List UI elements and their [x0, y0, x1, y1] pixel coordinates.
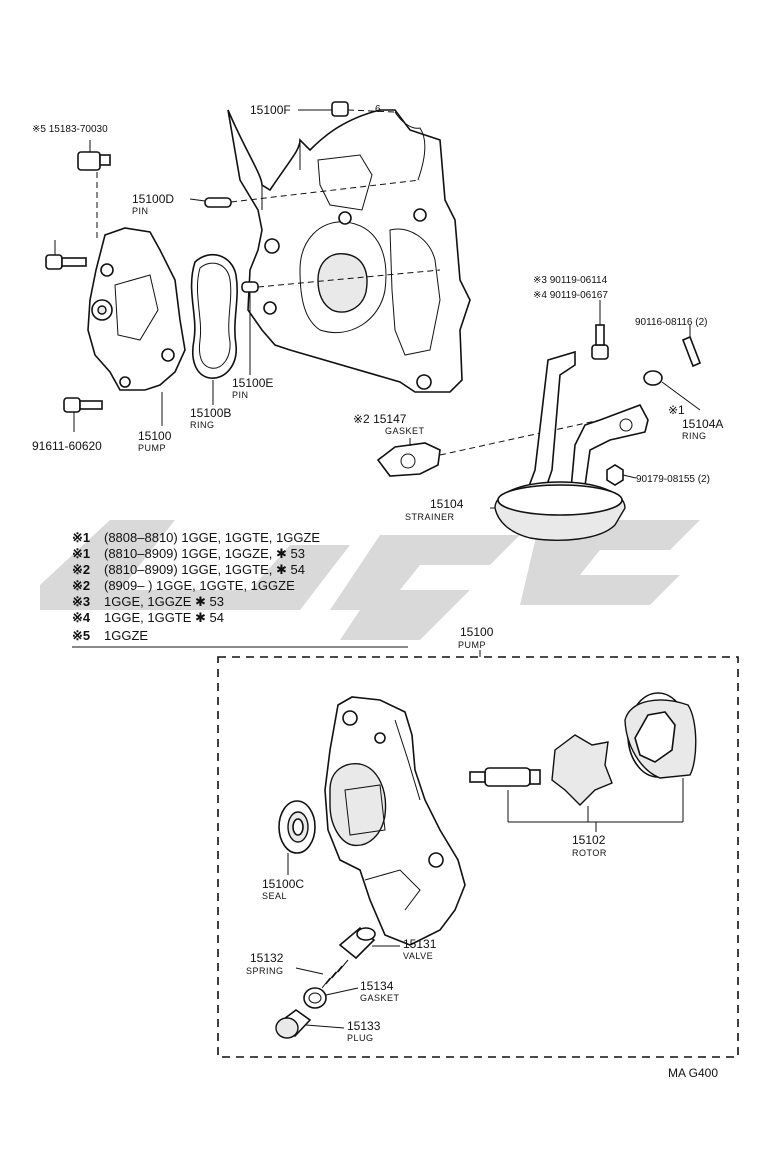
- label-small-number: 6: [375, 104, 381, 115]
- label-90119-06114: ※3 90119-06114: [533, 275, 608, 286]
- label-pump-upper: PUMP: [138, 443, 166, 453]
- bolt-upper-left: [45, 240, 87, 270]
- note-mark-4: ※2: [72, 578, 90, 593]
- note-text-5: 1GGE, 1GGZE ✱ 53: [104, 594, 224, 609]
- pin-15100D: 15100D PIN: [132, 179, 421, 216]
- label-plug: PLUG: [347, 1033, 374, 1043]
- ring-15100B: 15100B RING: [190, 253, 238, 430]
- label-rotor: ROTOR: [572, 848, 607, 858]
- note-mark-6: ※4: [72, 610, 91, 625]
- label-seal: SEAL: [262, 891, 287, 901]
- bolt-15100F: 15100F 6: [250, 101, 396, 117]
- oil-pump-15100: 15100 PUMP: [87, 227, 186, 453]
- label-pump-frame: PUMP: [458, 640, 486, 650]
- label-strainer: STRAINER: [405, 512, 455, 522]
- gasket-15134: 15134 GASKET: [303, 979, 400, 1009]
- label-15100E: 15100E: [232, 376, 273, 390]
- label-15131: 15131: [403, 937, 437, 951]
- strainer-15104: 15104 STRAINER: [405, 350, 649, 541]
- applicability-notes: ※1 (8808–8810) 1GGE, 1GGTE, 1GGZE ※1 (88…: [72, 530, 408, 648]
- label-pin-E: PIN: [232, 390, 249, 400]
- pump-exploded-frame: [217, 656, 739, 1058]
- seal-15100C: 15100C SEAL: [262, 800, 316, 901]
- note-text-7: 1GGZE: [104, 628, 148, 643]
- label-spring: SPRING: [246, 966, 284, 976]
- nut-90179: 90179-08155 (2): [606, 464, 710, 486]
- label-ring-B: RING: [190, 420, 215, 430]
- label-15100-pump: 15100: [138, 429, 172, 443]
- timing-cover: [227, 109, 471, 393]
- note-mark-2: ※1: [72, 546, 90, 561]
- label-91611: 91611-60620: [32, 439, 102, 453]
- label-mark1-ring: ※1: [668, 403, 685, 417]
- label-15102: 15102: [572, 833, 606, 847]
- label-15134: 15134: [360, 979, 394, 993]
- gasket-15147: ※2 15147 GASKET: [353, 412, 601, 477]
- note-text-2: (8810–8909) 1GGE, 1GGZE, ✱ 53: [104, 546, 305, 561]
- bolt-90119: ※3 90119-06114 ※4 90119-06167: [533, 275, 609, 360]
- label-valve: VALVE: [403, 951, 433, 961]
- label-15104A: 15104A: [682, 417, 723, 431]
- ring-15104A: ※1 15104A RING: [643, 370, 723, 441]
- label-15183: ※5 15183-70030: [32, 124, 108, 135]
- stud-90116: 90116-08116 (2): [635, 317, 707, 368]
- label-15100-frame: 15100: [460, 625, 494, 639]
- watermark-logo: [40, 520, 700, 640]
- label-pin-D: PIN: [132, 206, 149, 216]
- label-15100C: 15100C: [262, 877, 304, 891]
- note-text-3: (8810–8909) 1GGE, 1GGTE, ✱ 54: [104, 562, 305, 577]
- label-90116: 90116-08116 (2): [635, 317, 707, 328]
- label-gasket-15147: GASKET: [385, 426, 425, 436]
- label-gasket-15134: GASKET: [360, 993, 400, 1003]
- label-15147: ※2 15147: [353, 412, 407, 426]
- pin-15100E: 15100E PIN: [232, 269, 441, 400]
- note-text-4: (8909– ) 1GGE, 1GGTE, 1GGZE: [104, 578, 295, 593]
- label-15133: 15133: [347, 1019, 381, 1033]
- note-mark-1: ※1: [72, 530, 90, 545]
- note-mark-3: ※2: [72, 562, 90, 577]
- note-text-6: 1GGE, 1GGTE ✱ 54: [104, 610, 224, 625]
- label-90119-06167: ※4 90119-06167: [533, 290, 608, 301]
- spring-15132: 15132 SPRING: [246, 951, 349, 989]
- note-mark-7: ※5: [72, 628, 90, 643]
- bolt-91611: 91611-60620: [32, 397, 103, 453]
- valve-15131: 15131 VALVE: [338, 926, 437, 961]
- label-15104: 15104: [430, 497, 464, 511]
- label-ring-15104A: RING: [682, 431, 707, 441]
- label-15132: 15132: [250, 951, 284, 965]
- pump-housing-exploded: [324, 696, 466, 946]
- plug-15133: 15133 PLUG: [275, 1009, 381, 1043]
- label-15100D: 15100D: [132, 192, 174, 206]
- stud-15183: ※5 15183-70030: [32, 124, 111, 240]
- note-mark-5: ※3: [72, 594, 90, 609]
- note-text-1: (8808–8810) 1GGE, 1GGTE, 1GGZE: [104, 530, 320, 545]
- label-15100B: 15100B: [190, 406, 231, 420]
- label-90179: 90179-08155 (2): [636, 474, 710, 485]
- label-15100F: 15100F: [250, 103, 291, 117]
- rotor-15102: 15102 ROTOR: [469, 692, 697, 858]
- diagram-code: MA G400: [668, 1066, 718, 1080]
